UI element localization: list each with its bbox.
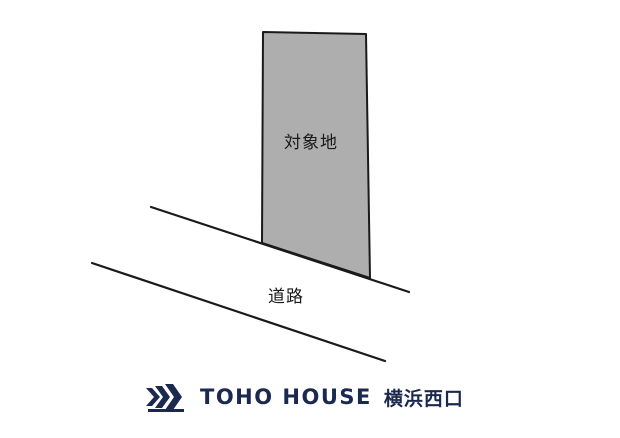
brand-logo: TOHO HOUSE 横浜西口 <box>146 380 464 414</box>
road-edge-lower <box>90 261 387 363</box>
target-site-plot <box>261 31 371 279</box>
road-edge-upper <box>149 205 411 294</box>
stripe-chevron-logo-icon <box>146 384 184 412</box>
road-label: 道路 <box>268 287 304 307</box>
target-site-label: 対象地 <box>284 133 338 153</box>
brand-name: TOHO HOUSE <box>200 385 372 409</box>
branch-name: 横浜西口 <box>383 387 464 410</box>
